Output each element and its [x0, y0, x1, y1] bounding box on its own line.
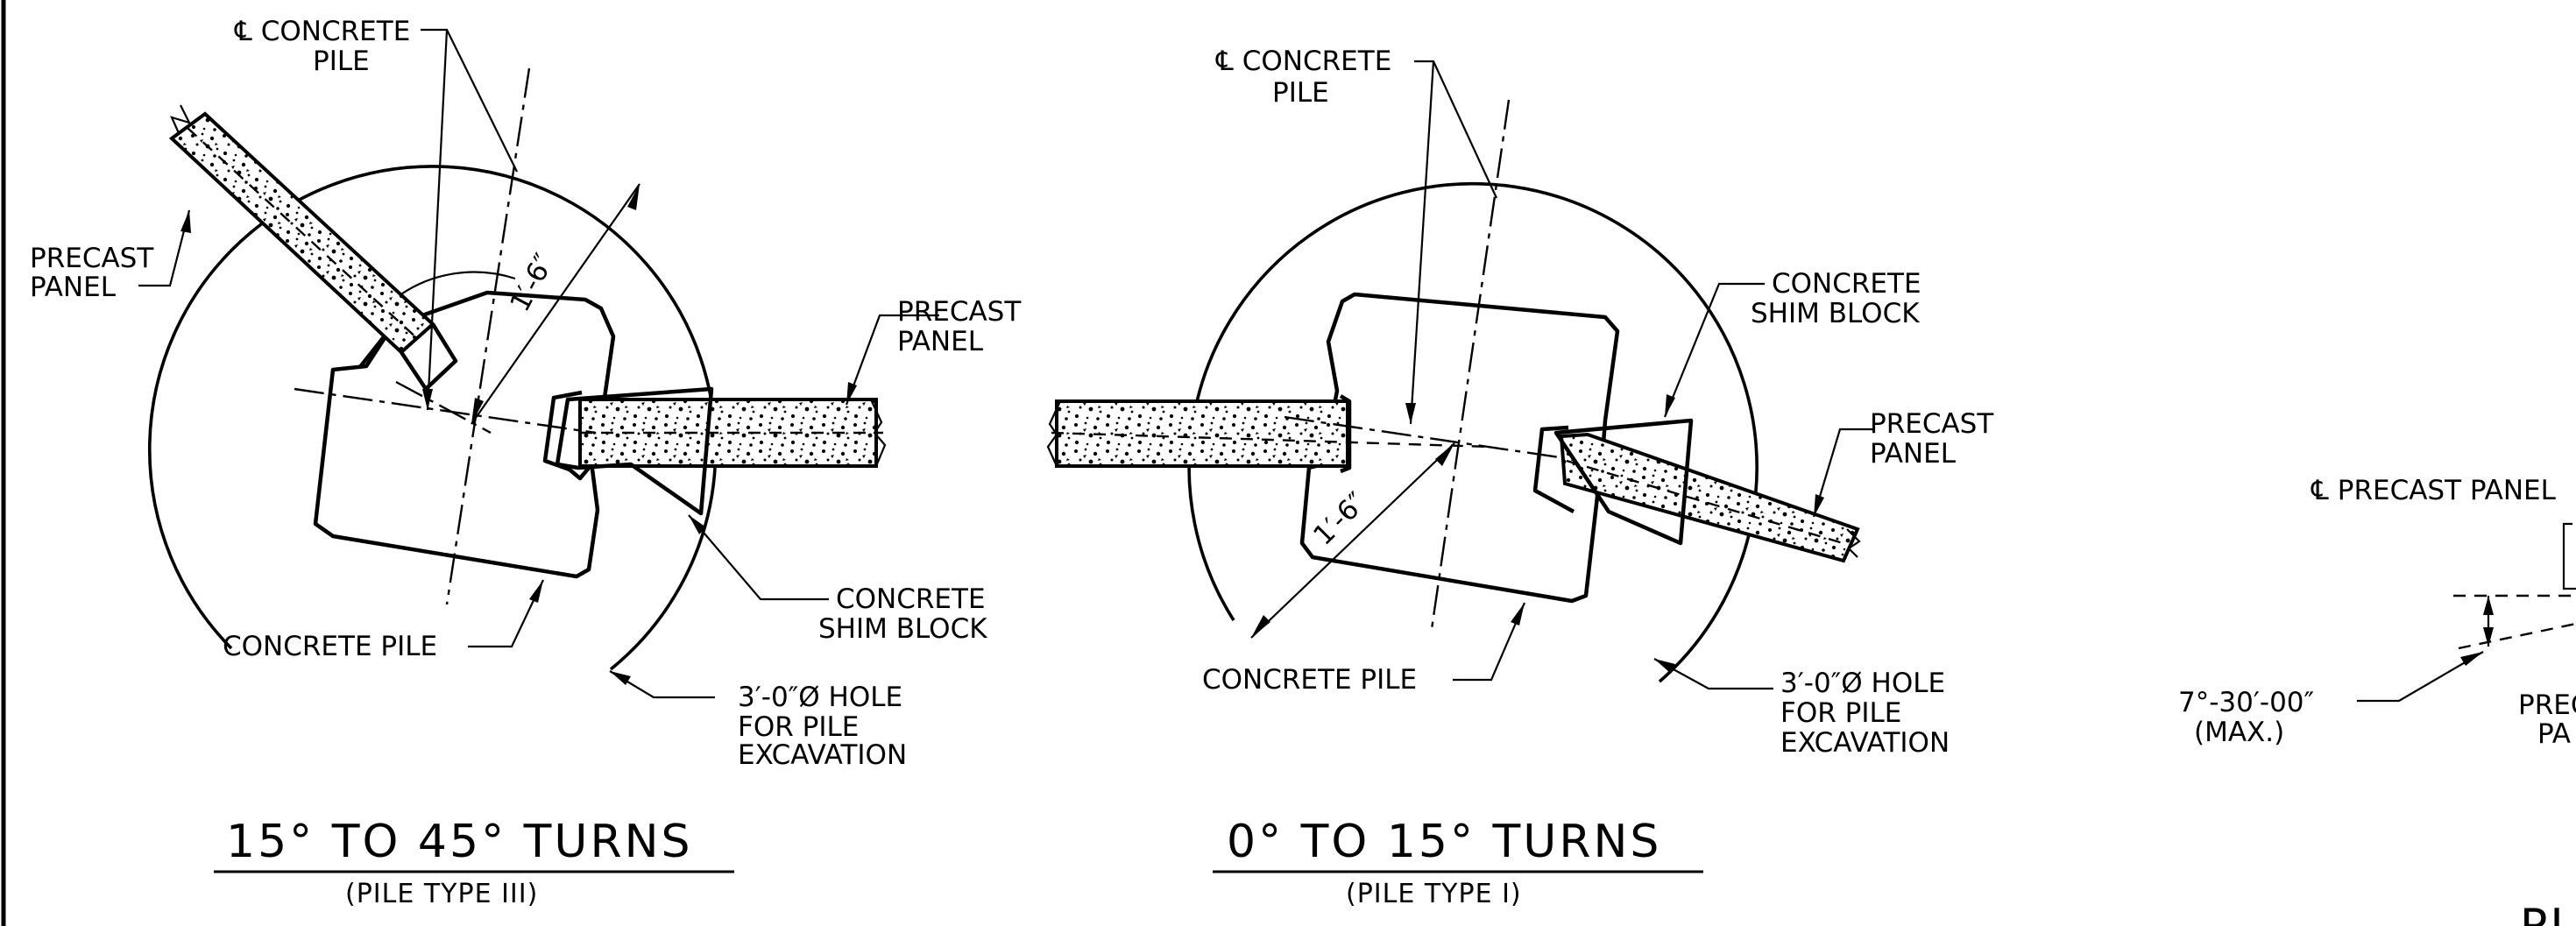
precast-panel-right-label-1: PRECAST [897, 296, 1022, 328]
shim-block-label-2: SHIM BLOCK [818, 613, 987, 645]
radius-dim-label: 1′-6″ [1307, 486, 1372, 551]
radius-dim-line [471, 183, 640, 425]
cl-pile-label-2: PILE [313, 46, 370, 77]
concrete-pile-shape [313, 290, 616, 579]
shim-block [1553, 418, 1694, 546]
detail-subtitle: (PILE TYPE I) [1346, 879, 1522, 909]
precast-panel-angled [168, 104, 458, 392]
shim-block-label-2: SHIM BLOCK [1751, 298, 1920, 329]
detail-title: PI [2520, 900, 2566, 926]
cl-pile-label-1: ℄ CONCRETE [234, 16, 410, 47]
concrete-pile-label: CONCRETE PILE [223, 631, 437, 662]
cl-pile-vertical [1430, 99, 1511, 630]
detail-0-15-turns: 1′-6″ ℄ CONCRETE PILE CONCRETE SHIM BLOC… [1046, 46, 1994, 909]
radius-dim-label: 1′-6″ [504, 249, 560, 317]
detail-partial-right: ℄ PRECAST PANEL 7°-30′-00″ (MAX.) PREC P… [2178, 475, 2576, 926]
concrete-pile-label: CONCRETE PILE [1202, 664, 1417, 696]
precast-panel-right-label-2: PANEL [897, 326, 984, 357]
precast-panel-straight [578, 398, 887, 468]
hole-label-2: FOR PILE [1780, 697, 1901, 729]
detail-title: 15° TO 45° TURNS [226, 816, 692, 868]
hole-label-1: 3′-0″Ø HOLE [1780, 668, 1945, 699]
detail-15-45-turns: 1′-6″ ℄ CONCRETE PILE PRECAST PANEL PREC… [30, 16, 1022, 909]
precast-panel-left-label-1: PRECAST [30, 243, 154, 274]
precast-panel-label-1: PREC [2518, 689, 2576, 721]
precast-panel-label-2: PA [2537, 718, 2571, 750]
cl-pile-horizontal [1284, 415, 1560, 459]
precast-panel-label-1: PRECAST [1870, 408, 1994, 440]
cl-pile-label-2: PILE [1272, 77, 1329, 109]
shim-block-label-1: CONCRETE [1772, 268, 1921, 300]
hole-label-2: FOR PILE [738, 711, 859, 743]
panel-end-bracket [542, 390, 591, 481]
angle-label-1: 7°-30′-00″ [2178, 687, 2314, 718]
precast-panel-straight [1046, 394, 1490, 474]
shim-block-label-1: CONCRETE [836, 583, 986, 615]
cl-pile-horizontal [294, 387, 597, 435]
cl-pile-vertical [445, 67, 531, 605]
radius-dim-line [1250, 442, 1455, 639]
shim-arc [395, 271, 516, 299]
concrete-pile-shape [1299, 292, 1620, 604]
cl-precast-panel-label: ℄ PRECAST PANEL [2311, 475, 2557, 506]
hole-label-3: EXCAVATION [1780, 727, 1950, 759]
cl-panel-angled [2458, 622, 2576, 650]
detail-title: 0° TO 15° TURNS [1227, 816, 1661, 868]
precast-panel-label-2: PANEL [1870, 438, 1957, 470]
detail-subtitle: (PILE TYPE III) [345, 879, 538, 909]
cl-pile-label-1: ℄ CONCRETE [1215, 46, 1391, 77]
precast-panel-angled [1559, 432, 1861, 563]
angle-label-2: (MAX.) [2194, 717, 2284, 748]
excavation-hole [147, 165, 718, 671]
hole-label-3: EXCAVATION [738, 739, 907, 771]
hole-label-1: 3′-0″Ø HOLE [738, 682, 902, 713]
panel-end-bracket [1532, 425, 1575, 513]
precast-panel-left-label-2: PANEL [30, 272, 117, 303]
cl-panel-diagonal [395, 380, 492, 435]
